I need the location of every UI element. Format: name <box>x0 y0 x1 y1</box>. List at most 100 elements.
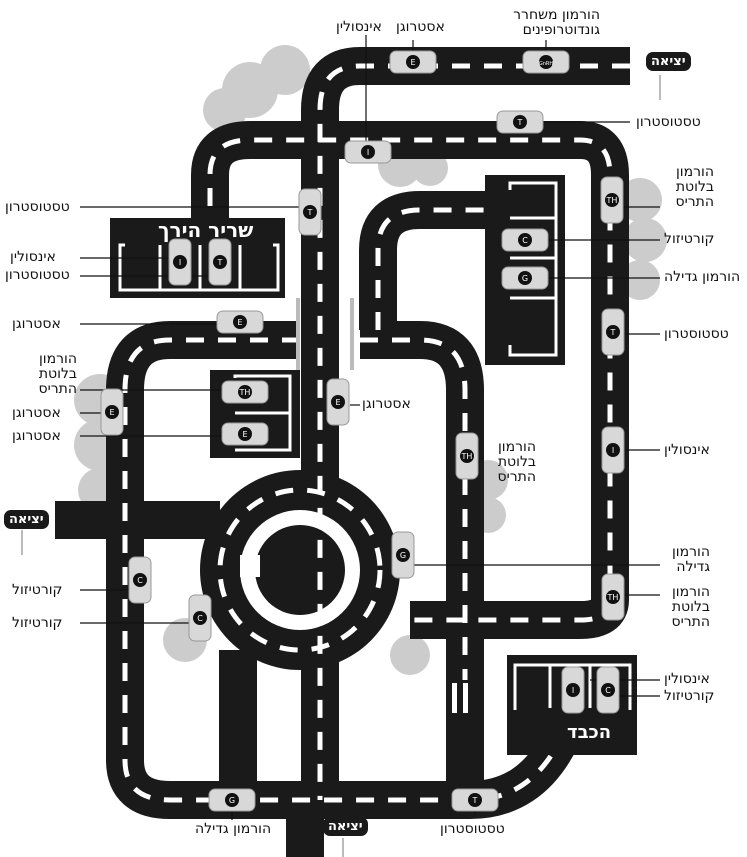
car-badge-label: T <box>217 258 223 267</box>
hormone-badge-icon <box>605 193 619 207</box>
car-badge-label: GnRH <box>539 61 554 67</box>
label-estrogen: אסטרוגן <box>12 316 61 332</box>
car: E <box>389 50 437 74</box>
car: TH <box>601 573 625 621</box>
car-badge-label: G <box>229 796 235 805</box>
bush <box>203 88 247 132</box>
hormone-badge-icon <box>361 145 375 159</box>
crosswalk <box>430 683 468 713</box>
label-cortisol: קורטיזול <box>12 582 63 598</box>
label-insulin: אינסולין <box>664 442 710 458</box>
car: I <box>601 426 625 474</box>
car: G <box>208 788 256 812</box>
label-thyroid: הורמון בלוטת התריס <box>675 164 714 210</box>
label-testosterone: טסטוסטרון <box>664 326 729 342</box>
car: T <box>496 110 544 134</box>
label-estrogen: אסטרוגן <box>12 428 61 444</box>
roundabout-center <box>255 525 345 615</box>
car-badge-label: TH <box>239 388 251 397</box>
car-badge-label: T <box>307 208 313 217</box>
car-badge-label: E <box>109 408 114 417</box>
lane-markings <box>122 63 630 803</box>
hormone-badge-icon <box>468 793 482 807</box>
car: I <box>561 666 585 714</box>
car-badge-label: C <box>137 576 143 585</box>
car-badge-label: C <box>522 236 528 245</box>
car: TH <box>221 380 269 404</box>
hormone-badge-icon <box>133 573 147 587</box>
hormone-badge-icon <box>539 55 553 69</box>
car-badge-label: E <box>335 398 340 407</box>
label-insulin: אינסולין <box>336 19 382 35</box>
car: I <box>168 238 192 286</box>
car-badge-label: E <box>410 58 415 67</box>
hormone-badge-icon <box>460 449 474 463</box>
car-badge-label: I <box>612 446 614 455</box>
label-cortisol: קורטיזול <box>12 615 63 631</box>
car: C <box>596 666 620 714</box>
car: TH <box>600 176 624 224</box>
label-growth: הורמון גדילה <box>664 269 741 285</box>
hormone-badge-icon <box>406 55 420 69</box>
car: E <box>326 378 350 426</box>
car-badge-label: T <box>610 328 616 337</box>
exit-sign-left: יציאה <box>4 510 49 529</box>
label-testosterone: טסטוסטרון <box>5 267 70 283</box>
bridge-rail <box>350 298 354 370</box>
label-estrogen: אסטרוגן <box>362 396 411 412</box>
car: C <box>188 594 212 642</box>
car: E <box>221 422 269 446</box>
car-badge-label: I <box>572 686 574 695</box>
hormone-badge-icon <box>518 271 532 285</box>
car-badge-label: T <box>517 118 523 127</box>
label-testosterone: טסטוסטרון <box>5 199 70 215</box>
bush <box>260 45 310 95</box>
hormone-badge-icon <box>173 255 187 269</box>
label-estrogen: אסטרוגן <box>12 405 61 421</box>
hormone-badge-icon <box>105 405 119 419</box>
car: T <box>298 188 322 236</box>
car: E <box>100 388 124 436</box>
car: G <box>501 266 549 290</box>
hormone-badge-icon <box>606 325 620 339</box>
hormone-badge-icon <box>238 427 252 441</box>
label-cortisol: קורטיזול <box>664 231 715 247</box>
car-badge-label: TH <box>461 452 473 461</box>
hormone-badge-icon <box>601 683 615 697</box>
car: TH <box>455 432 479 480</box>
car: GnRH <box>522 50 570 74</box>
hormone-badge-icon <box>238 385 252 399</box>
label-cortisol: קורטיזול <box>664 688 715 704</box>
hormone-badge-icon <box>566 683 580 697</box>
hormone-badge-icon <box>513 115 527 129</box>
hormone-badge-icon <box>606 590 620 604</box>
label-testosterone: טסטוסטרון <box>440 821 505 837</box>
label-thyroid: הורמון בלוטת התריס <box>497 439 536 485</box>
car-badge-label: E <box>237 318 242 327</box>
car-badge-label: C <box>197 614 203 623</box>
car-badge-label: TH <box>606 196 618 205</box>
road-inner <box>359 191 490 330</box>
label-thyroid: הורמון בלוטת התריס <box>671 584 710 630</box>
car: C <box>501 228 549 252</box>
hormone-badge-icon <box>396 548 410 562</box>
hormone-badge-icon <box>193 611 207 625</box>
label-growth: הורמון גדילה <box>195 821 272 837</box>
zone-title-liver: הכבד <box>567 722 612 743</box>
car-badge-label: I <box>179 258 181 267</box>
hormone-badge-icon <box>213 255 227 269</box>
car-badge-label: T <box>472 796 478 805</box>
car: C <box>128 556 152 604</box>
car-badge-label: TH <box>607 593 619 602</box>
bridge-rail <box>296 298 300 370</box>
car: T <box>208 238 232 286</box>
label-estrogen: אסטרוגן <box>396 19 445 35</box>
zone-title-pituitary: שריר הירך <box>158 218 254 242</box>
label-growth: הורמון גדילה <box>671 544 710 575</box>
label-insulin: אינסולין <box>664 671 710 687</box>
hormone-badge-icon <box>606 443 620 457</box>
car-badge-label: G <box>400 551 406 560</box>
car-badge-label: G <box>522 274 528 283</box>
